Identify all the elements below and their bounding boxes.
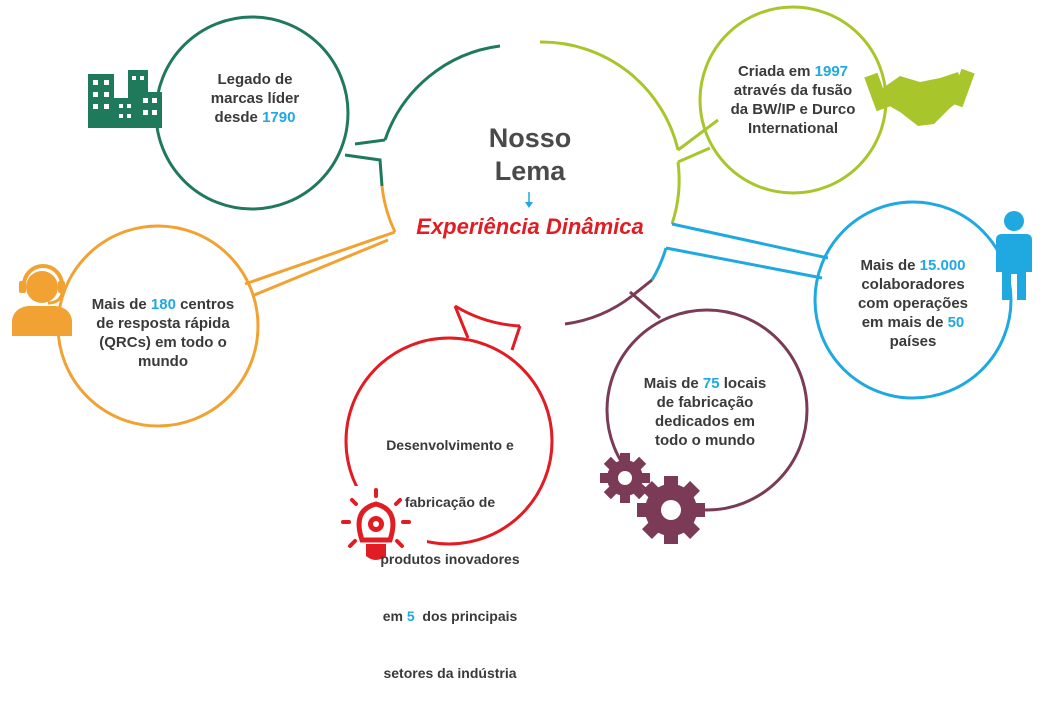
manufacturing-line2: de fabricação bbox=[656, 394, 754, 411]
innovation-line1: Desenvolvimento e bbox=[386, 437, 514, 453]
innovation-line2: fabricação de bbox=[404, 494, 496, 510]
center-title: Nosso Lema bbox=[455, 122, 605, 188]
qrc-text: Mais de 180 centros de resposta rápida (… bbox=[78, 295, 248, 371]
center-subtitle: Experiência Dinâmica bbox=[416, 214, 644, 239]
employees-line1-prefix: Mais de bbox=[860, 257, 920, 274]
manufacturing-line1: Mais de 75 locais bbox=[630, 374, 780, 393]
manufacturing-line1-suffix: locais bbox=[719, 375, 767, 392]
founded-text: Criada em 1997 através da fusão da BW/IP… bbox=[723, 62, 863, 138]
manufacturing-line3: dedicados em bbox=[654, 413, 756, 430]
innovation-text: Desenvolvimento e fabricação de produtos… bbox=[360, 398, 540, 702]
circle-innovation bbox=[344, 336, 554, 546]
center-title-line1: Nosso bbox=[488, 123, 572, 153]
lightbulb-gear-icon bbox=[341, 486, 427, 562]
legacy-line3: desde 1790 bbox=[185, 108, 325, 127]
qrc-count: 180 bbox=[150, 296, 176, 313]
employees-line5: países bbox=[889, 333, 937, 350]
arrow-down-icon bbox=[525, 192, 533, 208]
gears-icon bbox=[600, 453, 705, 544]
connector-founded bbox=[677, 118, 719, 164]
center-circle bbox=[380, 40, 681, 328]
connector-manufacturing bbox=[629, 278, 661, 320]
qrc-line1: Mais de 180 centros bbox=[78, 295, 248, 314]
founded-line2: através da fusão bbox=[733, 82, 853, 99]
qrc-line1-prefix: Mais de bbox=[91, 296, 151, 313]
legacy-text: Legado de marcas líder desde 1790 bbox=[185, 70, 325, 127]
founded-year: 1997 bbox=[814, 63, 849, 80]
innovation-line5: setores da indústria bbox=[383, 665, 517, 681]
connector-legacy bbox=[344, 138, 386, 187]
connector-employees bbox=[665, 222, 829, 280]
employees-line4: em mais de 50 bbox=[838, 313, 988, 332]
employees-line3: com operações bbox=[857, 295, 969, 312]
innovation-line3: produtos inovadores bbox=[380, 551, 520, 567]
founded-line3: da BW/IP e Durco bbox=[730, 101, 856, 118]
employees-count: 15.000 bbox=[919, 257, 966, 274]
legacy-year: 1790 bbox=[262, 109, 296, 126]
legacy-line3-prefix: desde bbox=[214, 109, 263, 126]
founded-line1-prefix: Criada em bbox=[737, 63, 815, 80]
employees-line1: Mais de 15.000 bbox=[838, 256, 988, 275]
legacy-line1: Legado de bbox=[217, 71, 293, 88]
employees-line2: colaboradores bbox=[861, 276, 965, 293]
founded-line1: Criada em 1997 bbox=[723, 62, 863, 81]
founded-line4: International bbox=[747, 120, 838, 137]
employees-line4-prefix: em mais de bbox=[861, 314, 948, 331]
manufacturing-count: 75 bbox=[702, 375, 720, 392]
qrc-line2: de resposta rápida bbox=[96, 315, 230, 332]
innovation-line4-suffix: dos principais bbox=[414, 608, 518, 624]
legacy-line2: marcas líder bbox=[210, 90, 300, 107]
manufacturing-text: Mais de 75 locais de fabricação dedicado… bbox=[630, 374, 780, 450]
manufacturing-line1-prefix: Mais de bbox=[643, 375, 703, 392]
innovation-line4: em 5 dos principais bbox=[360, 607, 540, 626]
employees-text: Mais de 15.000 colaboradores com operaçõ… bbox=[838, 256, 988, 351]
innovation-line4-prefix: em bbox=[382, 608, 407, 624]
connector-qrc bbox=[244, 230, 396, 298]
employees-countries: 50 bbox=[947, 314, 965, 331]
buildings-icon bbox=[88, 70, 162, 128]
manufacturing-line4: todo o mundo bbox=[655, 432, 755, 449]
qrc-line1-suffix: centros bbox=[175, 296, 235, 313]
circle-manufacturing bbox=[605, 308, 809, 512]
person-icon bbox=[996, 211, 1032, 300]
center-title-line2: Lema bbox=[494, 156, 566, 186]
qrc-line4: mundo bbox=[138, 353, 188, 370]
qrc-line3: (QRCs) em todo o bbox=[99, 334, 227, 351]
diagram-canvas bbox=[12, 5, 1032, 562]
handshake-icon bbox=[864, 68, 975, 126]
headset-person-icon bbox=[12, 264, 72, 336]
innovation-count: 5 bbox=[406, 608, 415, 624]
connector-innovation bbox=[453, 305, 522, 351]
